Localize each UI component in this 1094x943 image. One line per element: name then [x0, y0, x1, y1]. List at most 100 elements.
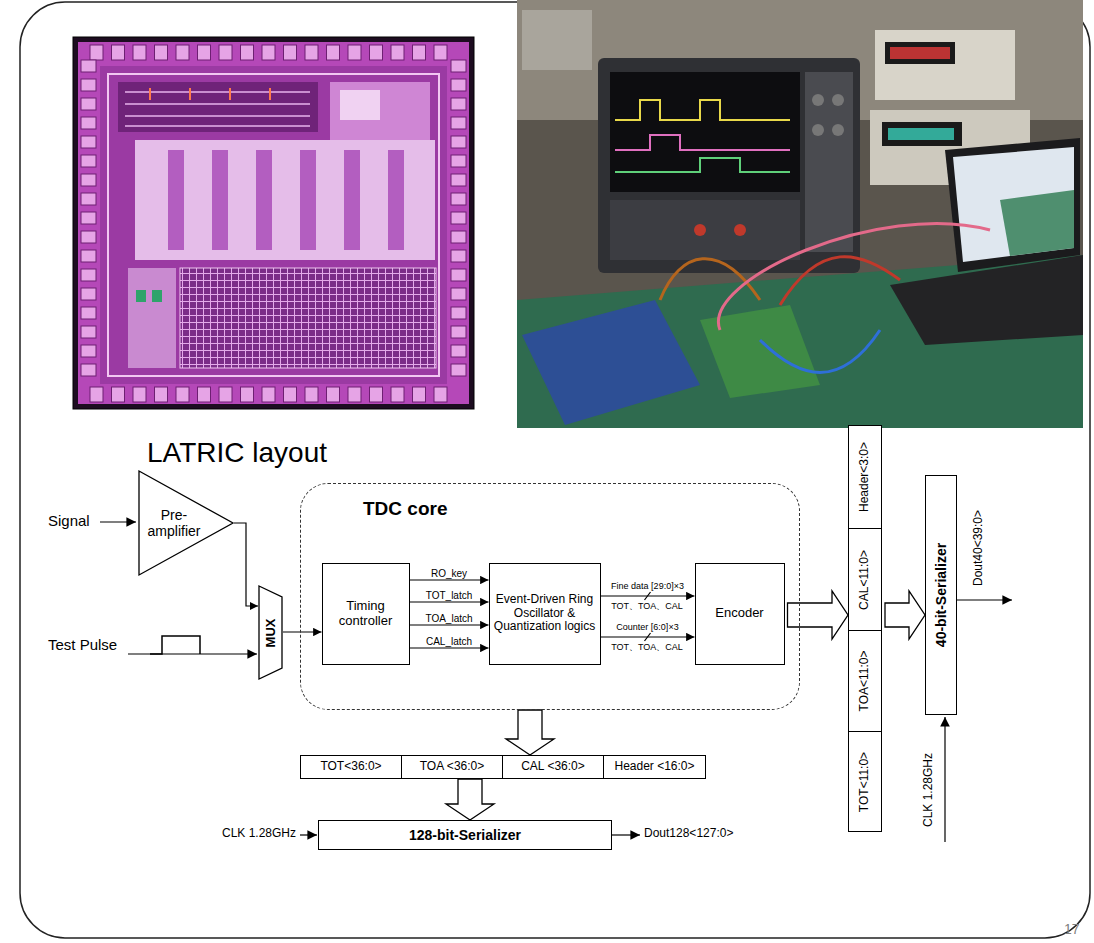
photo-part: [832, 94, 844, 106]
photo-part: [890, 47, 950, 59]
bus-block-arrow: [885, 591, 925, 639]
chip-part: [451, 345, 466, 357]
chip-part: [152, 290, 162, 302]
signal-name: Fine data [29:0]×3: [611, 581, 684, 591]
signal-name: Dout128<127:0>: [644, 827, 733, 841]
chip-part: [451, 174, 466, 186]
chip-part: [155, 45, 168, 60]
photo-part: [615, 135, 790, 150]
photo-part: [734, 224, 746, 236]
chip-part: [451, 307, 466, 319]
chip-part: [284, 45, 297, 60]
photo-part: [832, 124, 844, 136]
signal-name: Counter [6:0]×3: [616, 622, 678, 632]
chip-part: [262, 387, 275, 402]
photo-part: [615, 100, 790, 120]
node-label: Header<3:0>: [858, 442, 872, 512]
chip-part: [434, 387, 447, 402]
bus-block-arrow: [788, 591, 849, 639]
node-label: Pre- amplifier: [143, 507, 205, 539]
core-region: TDC coreTiming controller Event-Driven Ri…: [300, 483, 800, 710]
chip-part: [81, 364, 96, 376]
chip-part: [344, 150, 360, 250]
photo-part: [890, 255, 1083, 345]
chip-part: [133, 387, 146, 402]
signal-wire: [612, 834, 640, 835]
signal-arrow: [283, 631, 322, 632]
page-number: 17: [1064, 921, 1080, 937]
chip-part: [81, 250, 96, 262]
chip-part: [300, 150, 316, 250]
chip-part: [90, 387, 103, 402]
bus-block-arrow: [506, 710, 554, 755]
chip-part: [155, 387, 168, 402]
chip-part: [150, 88, 270, 100]
chip-part: [262, 45, 275, 60]
process-box: Timing controller: [322, 563, 410, 665]
chip-part: [284, 387, 297, 402]
chip-part: [176, 45, 189, 60]
lab-photo: [517, 0, 1083, 428]
amplifier-triangle: Pre- amplifier: [138, 470, 234, 576]
signal-wire: [944, 717, 945, 842]
field-box: Header<3:0>: [848, 425, 882, 529]
bus-slash: [645, 592, 651, 600]
chip-part: [81, 79, 96, 91]
photo-part: [517, 255, 1083, 428]
chip-part: [451, 136, 466, 148]
photo-part: [660, 259, 760, 300]
signal-name: TOT_latch: [426, 590, 473, 602]
chip-part: [451, 117, 466, 129]
node-label: TOA <36:0>: [420, 760, 485, 774]
chip-part: [198, 45, 211, 60]
chip-part: [241, 387, 254, 402]
bus-block-arrow: [446, 779, 494, 820]
chip-layout: [73, 37, 474, 409]
chip-part: [451, 98, 466, 110]
chip-part: [451, 155, 466, 167]
signal-name: TOT、TOA、CAL: [611, 601, 683, 611]
node-label: CAL<11:0>: [858, 550, 872, 610]
photo-part: [517, 0, 1083, 428]
signal-wire: [957, 599, 1012, 600]
region-heading: TDC core: [363, 498, 447, 520]
node-label: 40-bit-Serializer: [933, 543, 949, 647]
photo-part: [888, 128, 954, 140]
chip-part: [219, 45, 232, 60]
figure-caption: LATRIC layout: [147, 437, 327, 469]
chip-part: [413, 387, 426, 402]
chip-part: [168, 150, 184, 250]
chip-part: [256, 150, 272, 250]
photo-part: [760, 330, 880, 373]
pulse-symbol: [150, 636, 200, 654]
chip-part: [451, 231, 466, 243]
chip-part: [81, 193, 96, 205]
chip-part: [81, 345, 96, 357]
field-box: TOA<11:0>: [848, 630, 882, 732]
process-box: Event-Driven Ring Oscillator & Quantizat…: [489, 563, 601, 665]
node-label: TOT<36:0>: [320, 760, 381, 774]
photo-part: [812, 94, 824, 106]
chip-part: [391, 45, 404, 60]
chip-part: [81, 98, 96, 110]
chip-part: [112, 387, 125, 402]
chip-part: [90, 45, 103, 60]
node-label: TOA<11:0>: [858, 651, 872, 712]
chip-part: [125, 92, 310, 126]
signal-name: CAL_latch: [426, 636, 472, 648]
signal-name: RO_key: [431, 568, 467, 580]
field-box: CAL<11:0>: [848, 528, 882, 631]
node-label: Timing controller: [327, 599, 405, 629]
signal-name: CLK 1.28GHz: [222, 827, 296, 841]
chip-part: [451, 288, 466, 300]
chip-part: [348, 45, 361, 60]
bus-slash: [645, 633, 651, 641]
photo-part: [718, 223, 990, 330]
node-label: 128-bit-Serializer: [409, 827, 521, 843]
photo-part: [694, 224, 706, 236]
chip-part: [434, 45, 447, 60]
chip-part: [81, 326, 96, 338]
node-outline-shape: [139, 471, 233, 575]
chip-part: [133, 45, 146, 60]
